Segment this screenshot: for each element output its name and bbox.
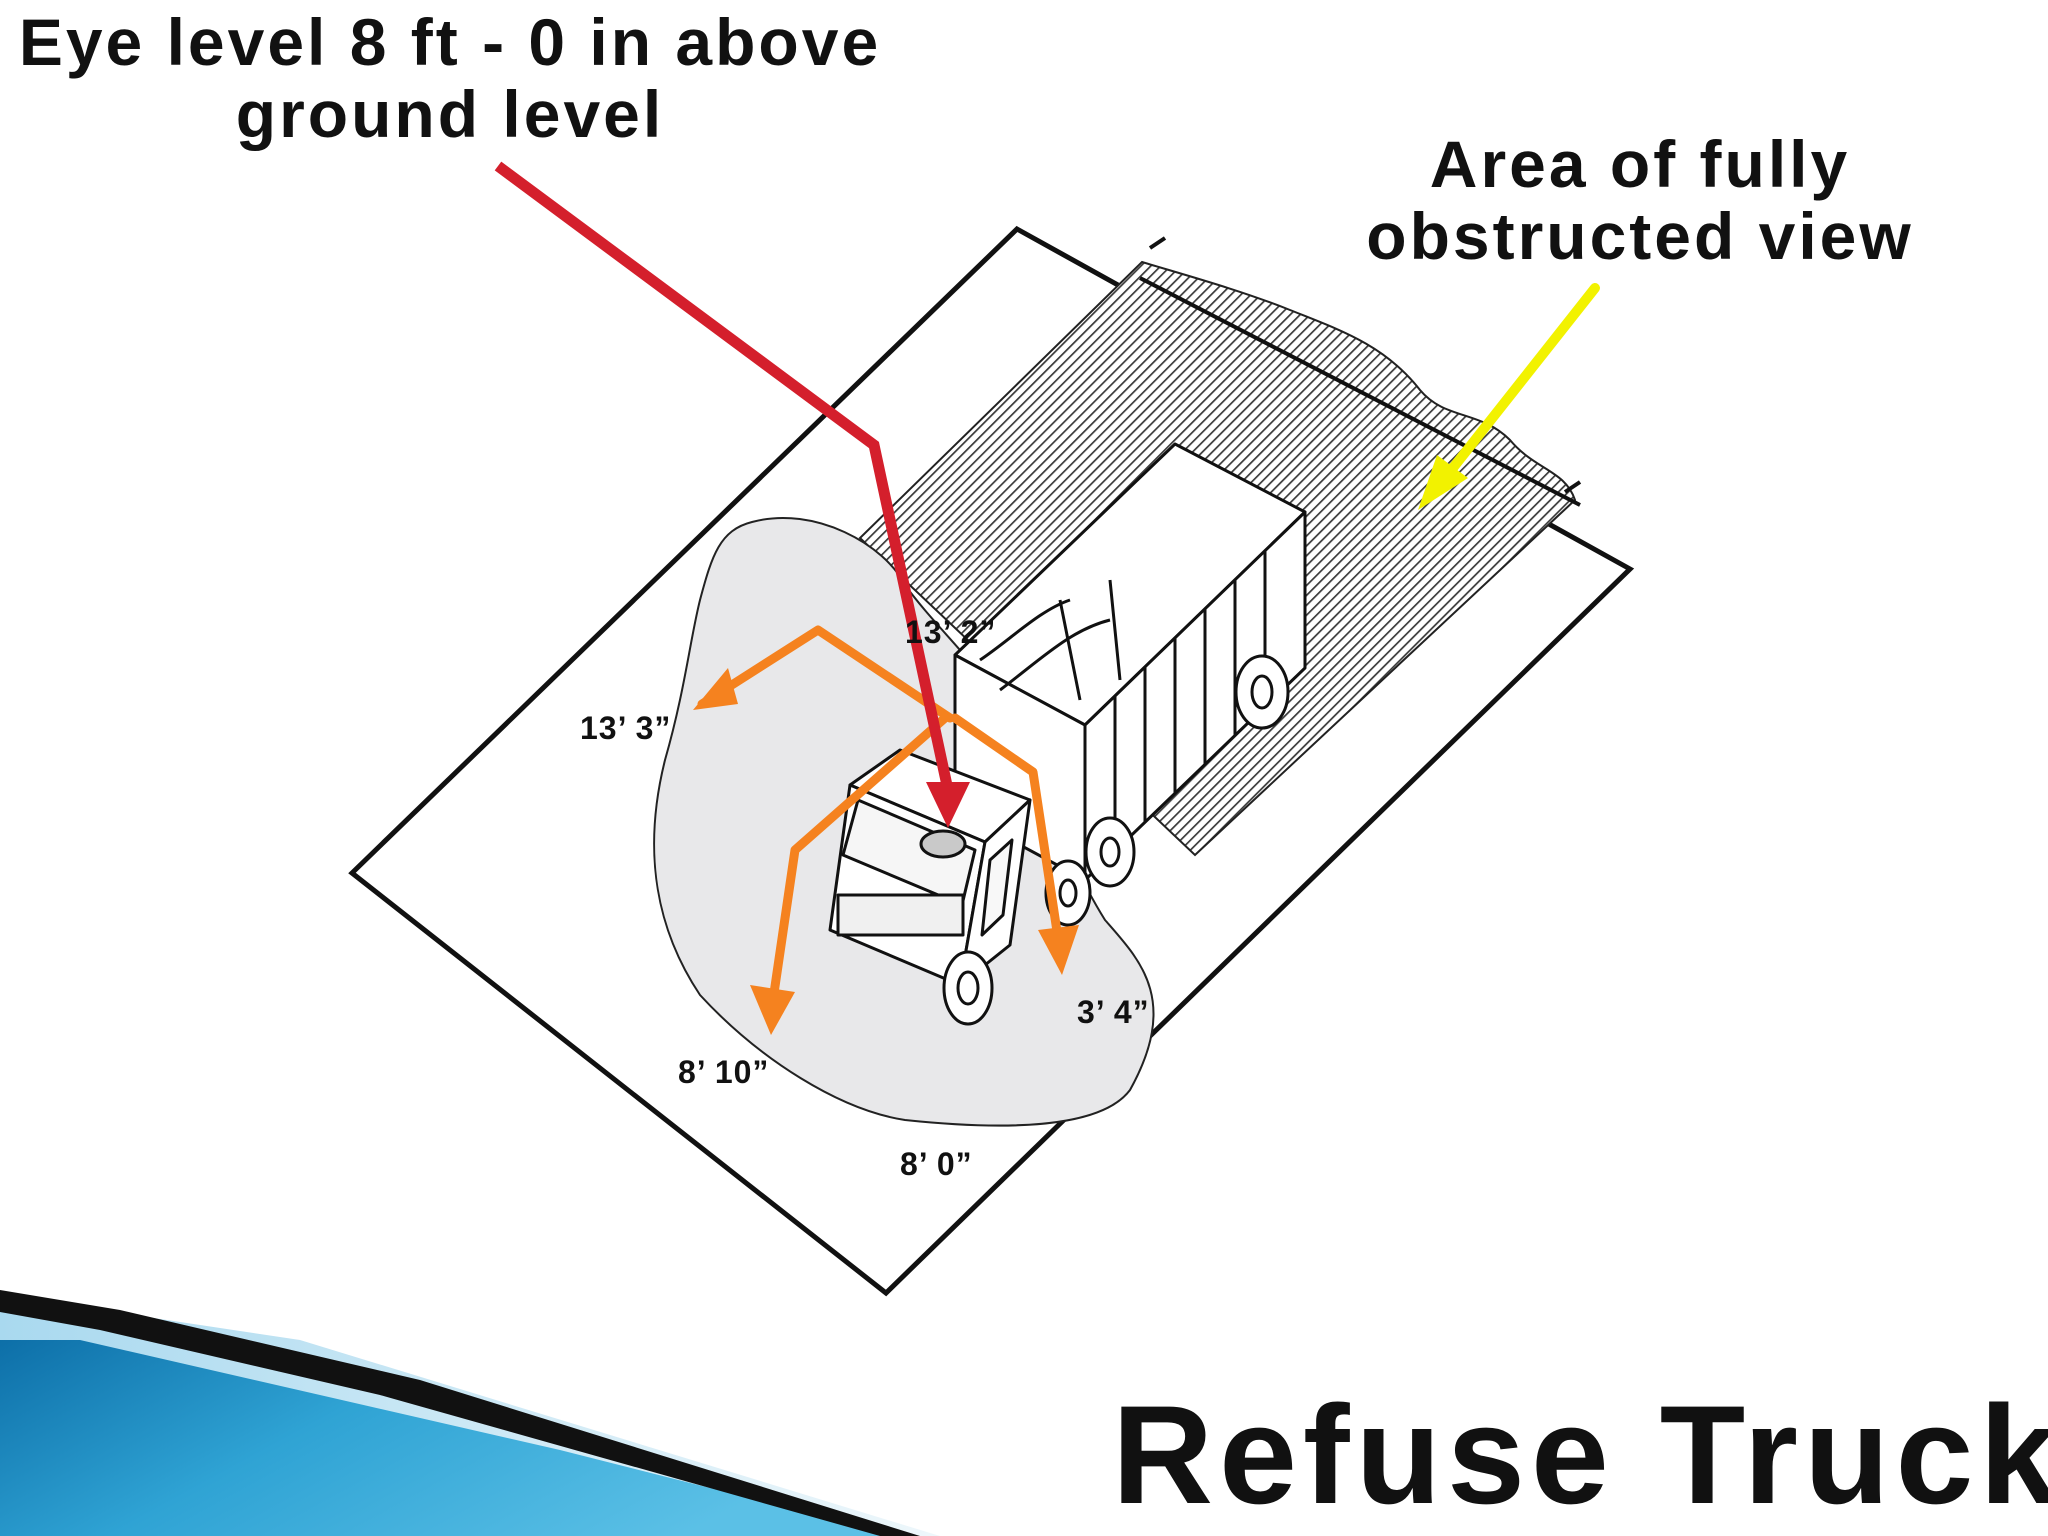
sight-arrow-right [950,713,1063,943]
accent-band-dark [0,1290,920,1536]
dimension-rear-center: 13’ 2” [905,614,997,650]
slide-title: Refuse Truck [1112,1376,2048,1533]
sight-arrowhead-right [1038,925,1079,975]
eye-level-arrowhead [926,782,970,828]
obstructed-pointer-arrow [1440,283,1600,483]
rear-wheels [1044,654,1290,927]
obstructed-pointer-arrowhead [1418,455,1468,510]
dimension-rear-left: 13’ 3” [580,710,672,746]
obstructed-edge-tick [1148,236,1167,250]
sight-arrowheads [693,668,1079,1035]
dimension-front: 8’ 0” [900,1146,973,1182]
sight-arrowhead-rear-left [693,668,738,710]
accent-band-blue [0,1340,900,1536]
sight-arrow-left [768,713,950,1005]
eye-level-label-line1: Eye level 8 ft - 0 in above [18,5,882,79]
dimension-left-side: 8’ 10” [678,1054,770,1090]
obstructed-edge-tick [1563,480,1582,494]
eye-level-arrow [494,161,954,792]
sight-distance-arrows [697,625,1063,1005]
sight-arrow-rear-left [697,625,955,723]
dimension-right-side: 3’ 4” [1077,994,1150,1030]
obstructed-area-label: Area of fully obstructed view [1300,128,1980,272]
sight-arrowhead-left [750,985,795,1035]
truck-cab [828,748,1032,987]
eye-level-label: Eye level 8 ft - 0 in above ground level [0,6,930,150]
eye-level-label-line2: ground level [235,77,665,151]
front-wheel [942,950,994,1026]
obstructed-edge-line [1139,276,1581,507]
obstructed-area-label-line2: obstructed view [1366,199,1914,273]
obstructed-area-label-line1: Area of fully [1429,127,1851,201]
